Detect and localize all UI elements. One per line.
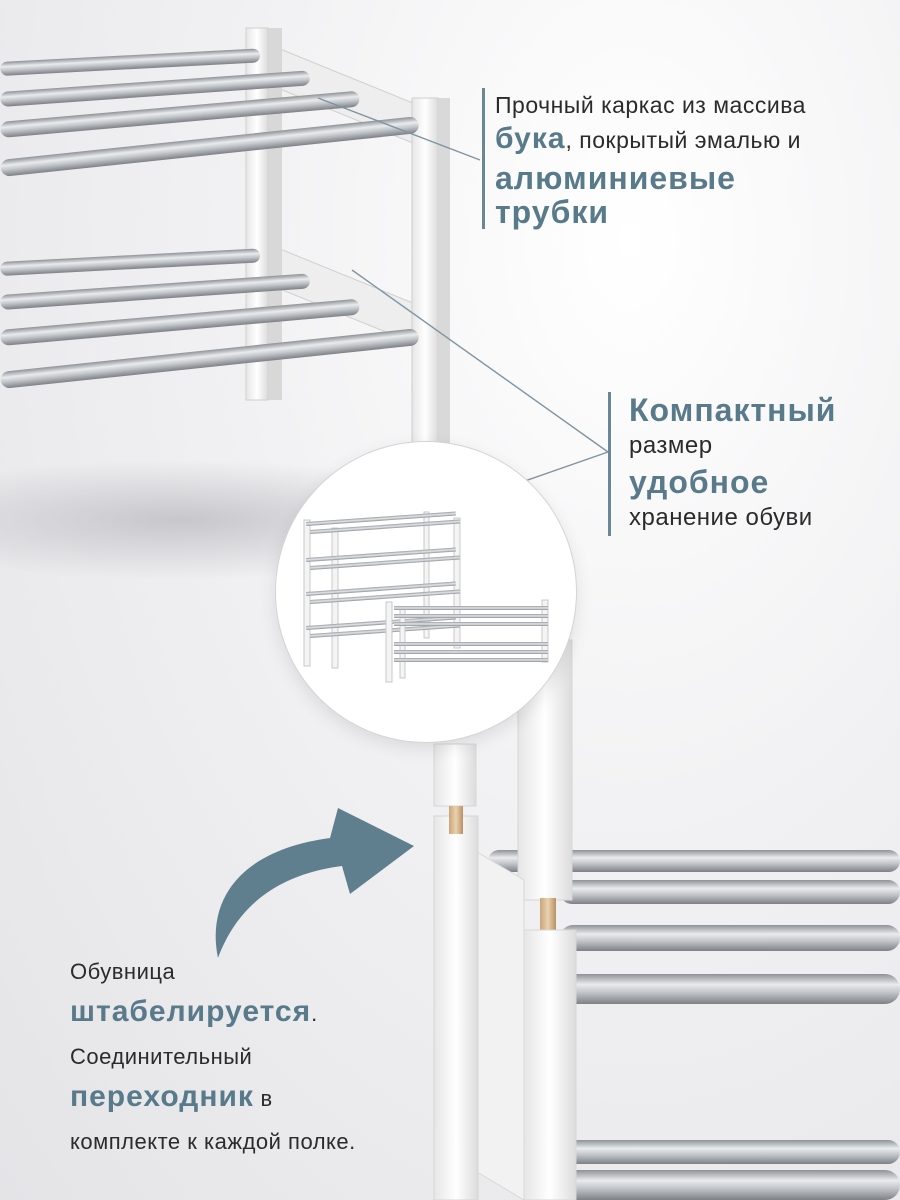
lower-rack	[433, 639, 900, 1200]
callout-stack-highlight-adapter: переходник	[70, 1080, 254, 1113]
callout-size-line4: хранение обуви	[629, 504, 813, 531]
inset-rack-short	[385, 599, 549, 683]
callout-stack-line1: Обувница	[70, 959, 176, 984]
connector-line-frame	[317, 97, 481, 161]
callout-stack-line5: комплекте к каждой полке.	[70, 1129, 356, 1154]
inset-rack-tall	[303, 511, 461, 669]
callout-stack-highlight-stackable: штабелируется	[70, 995, 312, 1028]
connector-line-size-a	[351, 269, 609, 453]
tubes-upper	[0, 48, 419, 177]
callout-stack: Обувница штабелируется. Соединительный п…	[70, 952, 450, 1162]
curved-arrow-right-icon	[215, 808, 414, 958]
upper-rack	[0, 27, 450, 459]
callout-frame: Прочный каркас из массива бука, покрытый…	[482, 88, 895, 229]
callout-frame-highlight-beech: бука	[495, 122, 566, 155]
callout-frame-highlight-aluminium: алюминиевые	[495, 160, 736, 196]
callout-stack-line2-rest: .	[311, 1001, 318, 1026]
tubes-lower	[0, 248, 419, 389]
callout-size-highlight-convenient: удобное	[629, 464, 770, 500]
callout-size: Компактный размер удобное хранение обуви	[608, 392, 899, 536]
inset-compact-size	[276, 442, 576, 742]
callout-frame-line1: Прочный каркас из массива	[495, 92, 806, 118]
callout-size-highlight-compact: Компактный	[629, 392, 837, 428]
callout-stack-line4-rest: в	[253, 1086, 273, 1111]
callout-stack-line3: Соединительный	[70, 1044, 253, 1069]
callout-size-line2: размер	[629, 432, 713, 459]
callout-frame-highlight-tubes: трубки	[495, 194, 610, 230]
callout-frame-line2-rest: , покрытый эмалью и	[565, 127, 801, 153]
inset-racks-image	[303, 511, 549, 683]
